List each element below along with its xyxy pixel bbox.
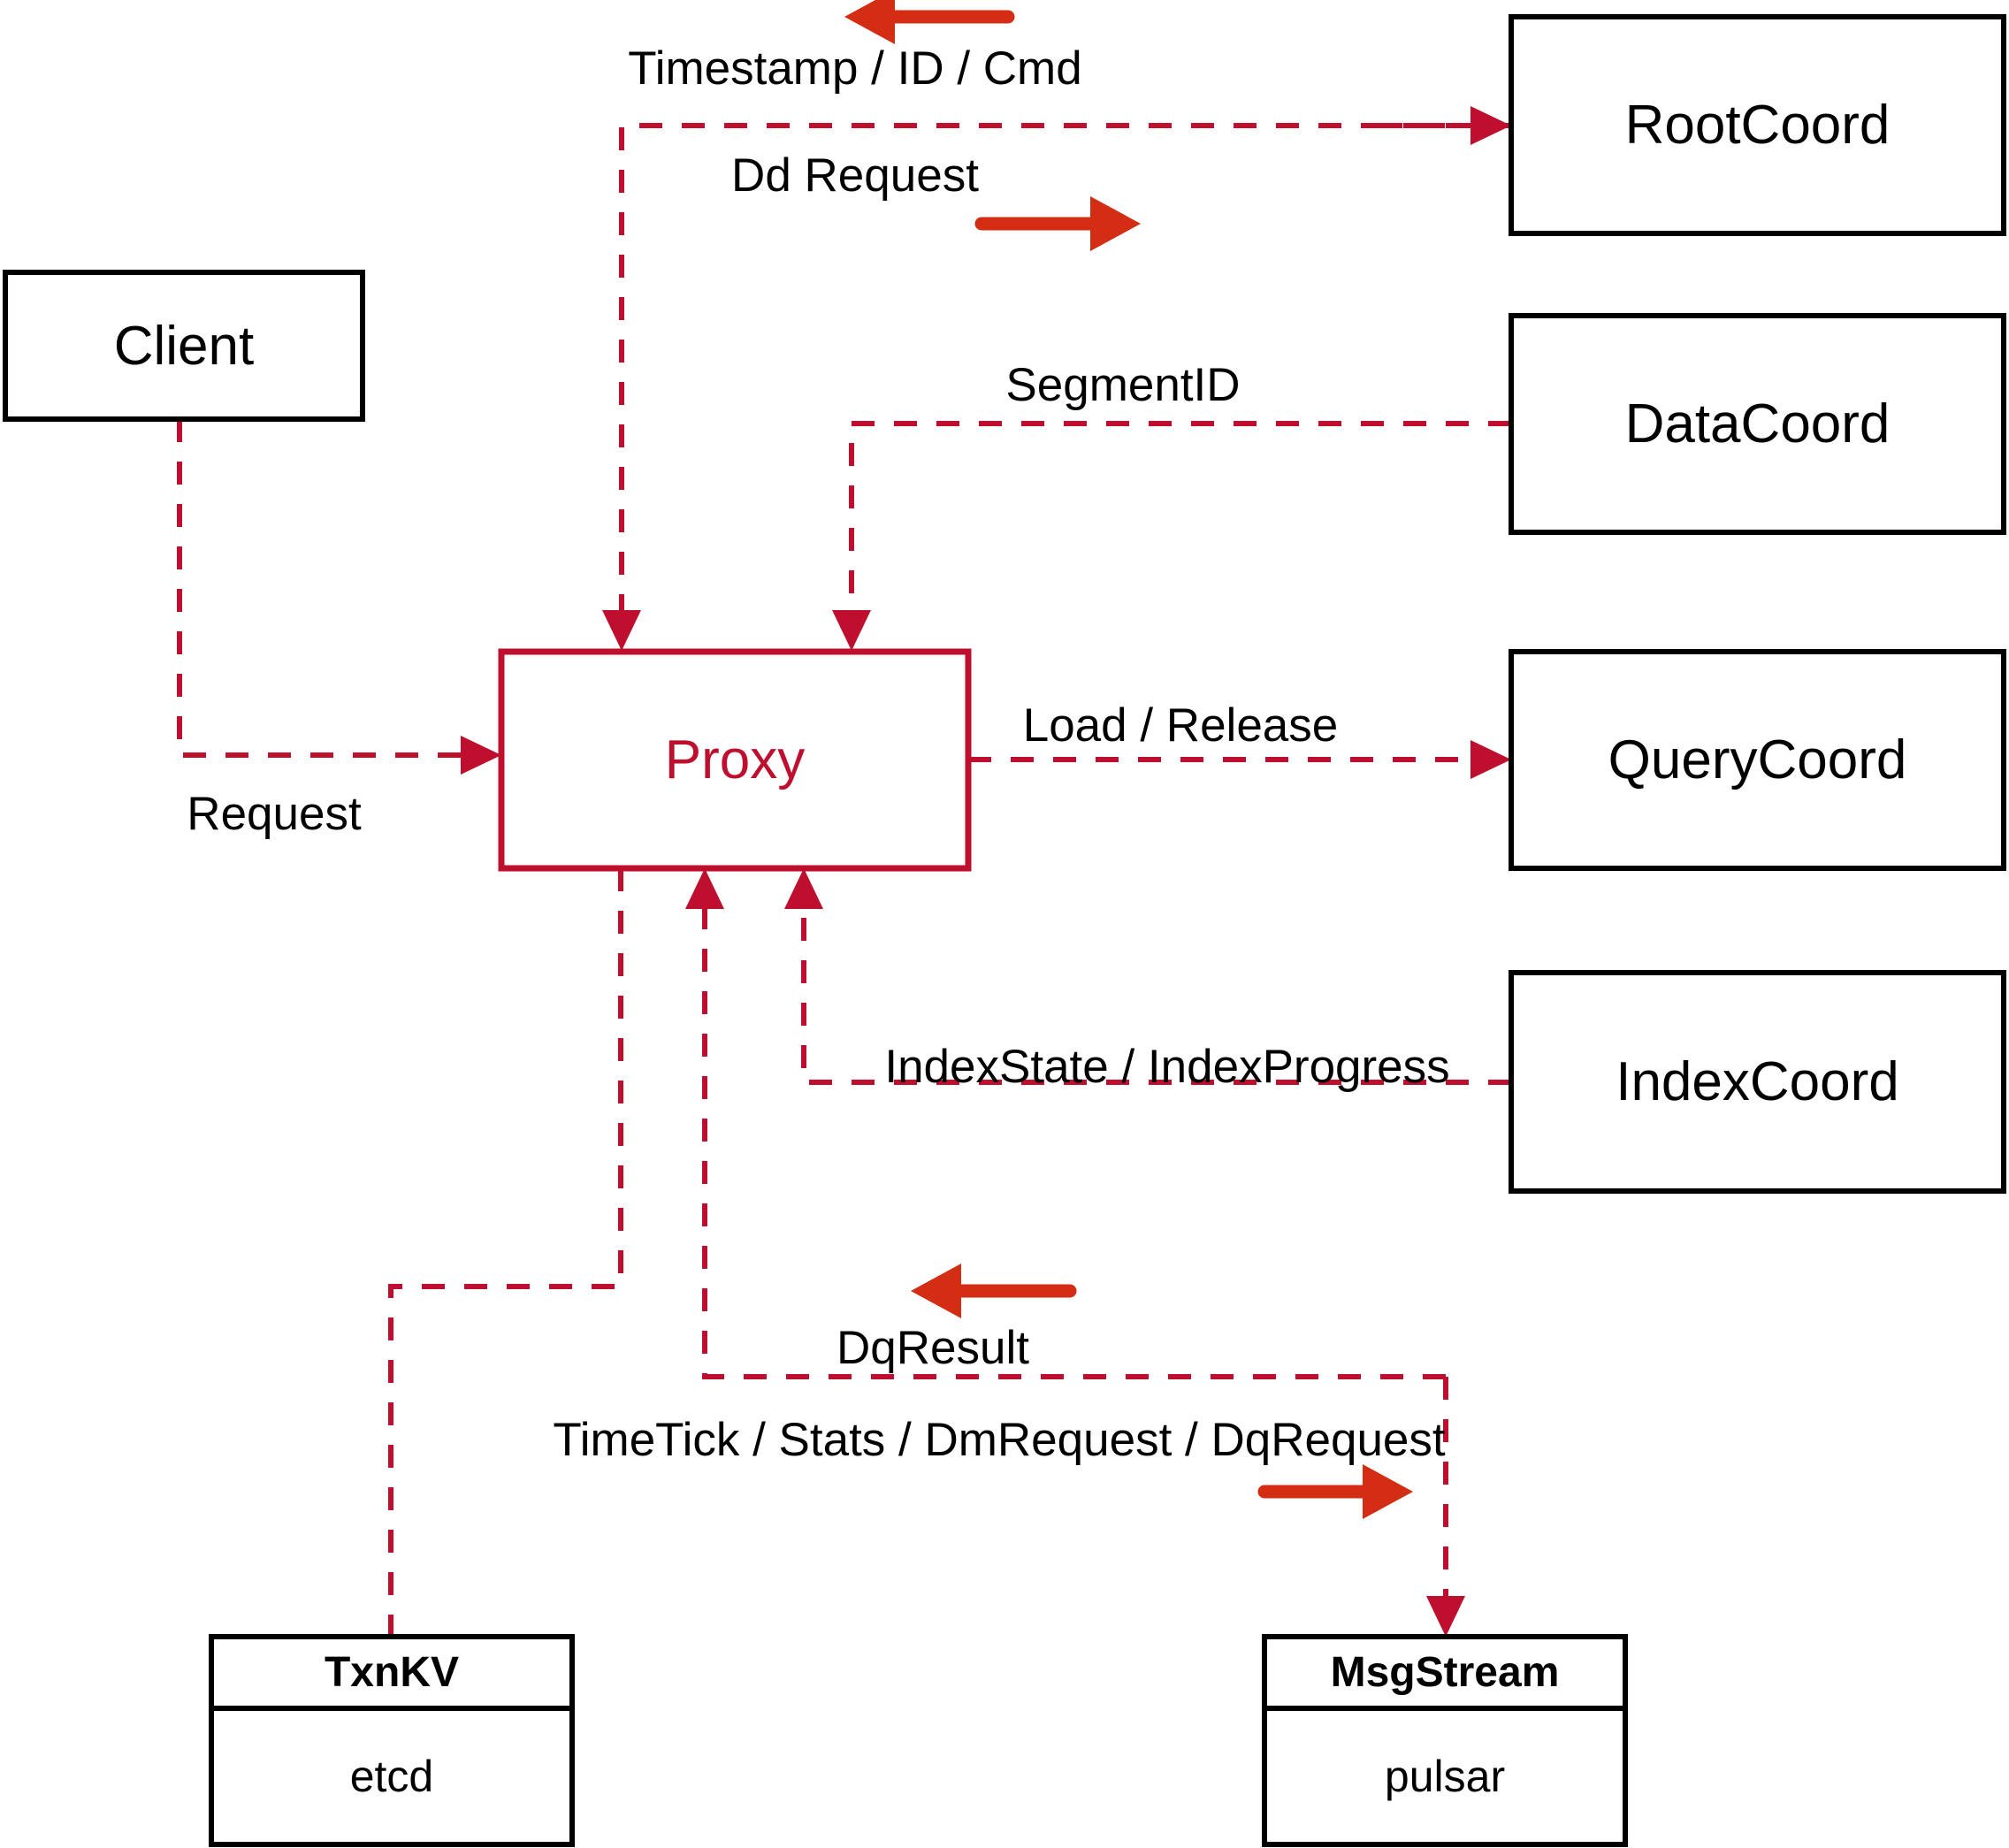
node-proxy[interactable] [498,648,972,872]
node-txnkv-title: TxnKV [324,1649,459,1696]
flow-proxy-to-msgstream [1426,1377,1465,1637]
node-querycoord-label: QueryCoord [1608,729,1907,790]
node-proxy-label: Proxy [664,729,806,790]
edge-label-index-state-progress: IndexState / IndexProgress [884,1040,1450,1093]
direction-arrow-dqresult-left [911,1264,1077,1318]
node-querycoord[interactable] [1509,649,2006,871]
flow-proxy-to-querycoord [968,740,1511,779]
edge-label-segment-id: SegmentID [1005,358,1241,411]
node-indexcoord-label: IndexCoord [1616,1051,1899,1112]
node-msgstream-title: MsgStream [1330,1649,1560,1696]
direction-arrow-dqrequest-right [1257,1464,1413,1519]
flow-client-to-proxy [177,419,501,775]
direction-arrow-timestamp-left [844,0,1015,44]
flow-proxy-to-rootcoord [1379,106,1511,145]
node-datacoord[interactable] [1509,313,2006,535]
node-indexcoord[interactable] [1509,970,2006,1194]
node-msgstream-impl: pulsar [1384,1752,1506,1801]
edge-label-dd-request: Dd Request [731,149,979,202]
node-txnkv-impl: etcd [349,1752,434,1801]
flow-datacoord-to-proxy [832,421,1511,651]
node-client-label: Client [113,315,255,377]
edge-label-request: Request [187,787,362,840]
flow-proxy-to-txnkv [388,868,623,1637]
edge-label-dq-result: DqResult [836,1321,1029,1374]
node-client[interactable] [3,270,365,422]
node-txnkv[interactable] [209,1634,575,1847]
node-datacoord-label: DataCoord [1624,393,1891,454]
direction-arrow-dd-request-right [974,196,1141,251]
node-rootcoord[interactable] [1509,14,2006,236]
edge-label-timetick-stats-dm-dq: TimeTick / Stats / DmRequest / DqRequest [553,1413,1446,1466]
flow-rootcoord-to-proxy [602,123,1511,651]
node-msgstream[interactable] [1262,1634,1628,1847]
edge-label-load-release: Load / Release [1022,699,1339,752]
node-rootcoord-label: RootCoord [1624,95,1891,156]
flow-indexcoord-to-proxy [784,868,1511,1085]
flow-msgstream-to-proxy [685,868,1446,1379]
edge-label-timestamp-id-cmd: Timestamp / ID / Cmd [628,42,1082,95]
